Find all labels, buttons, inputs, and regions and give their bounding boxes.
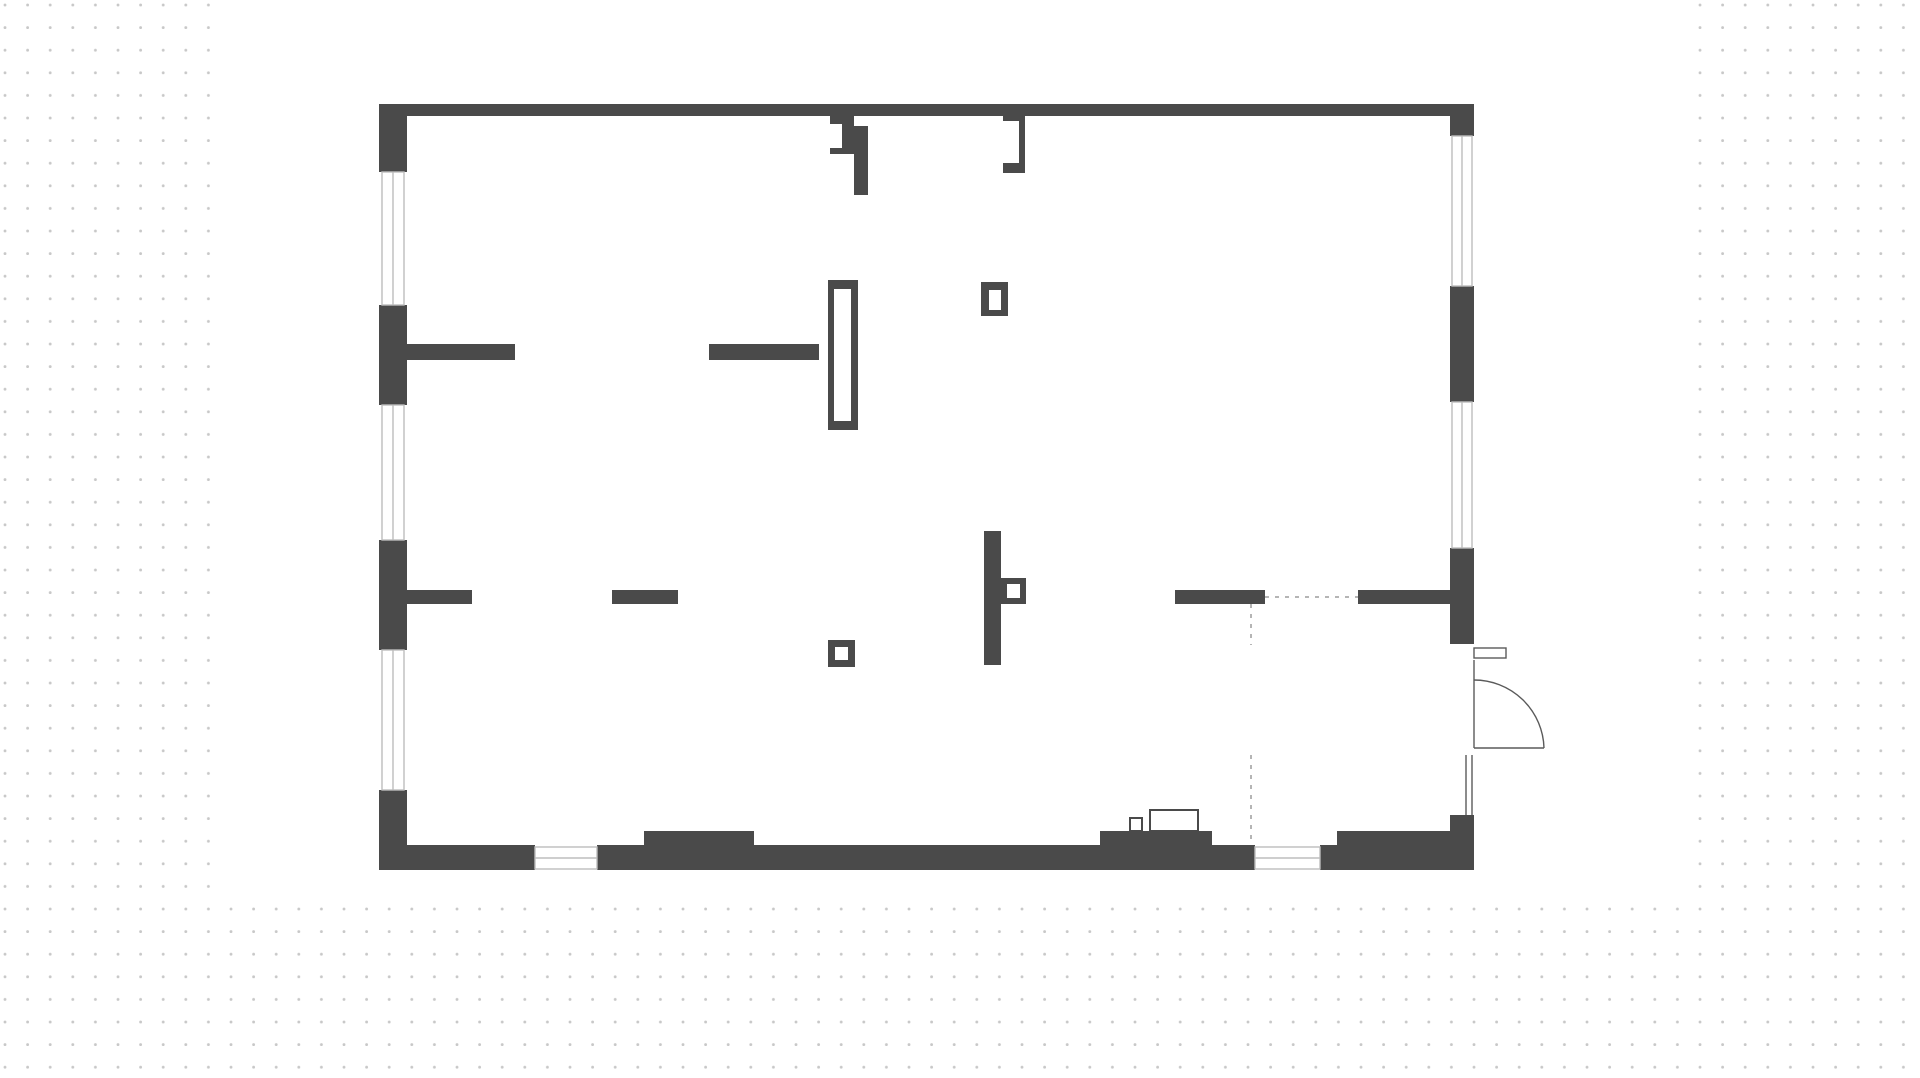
left-wall-segment [379, 305, 407, 405]
interior-partition [612, 590, 678, 604]
column [1003, 116, 1025, 173]
column-inner [1007, 584, 1020, 598]
plan-backdrop [228, 0, 1688, 900]
left-wall-segment [379, 540, 407, 650]
interior-partition [709, 344, 819, 360]
top-wall [379, 104, 1474, 116]
bottom-wall-segment [644, 831, 754, 847]
column-inner [989, 290, 1001, 310]
bottom-wall-segment [597, 845, 1255, 870]
door-swing-arc [1473, 679, 1545, 749]
interior-partition [854, 126, 868, 195]
interior-partition [1358, 590, 1452, 604]
windows [381, 135, 1473, 870]
radiator [1149, 809, 1199, 832]
interior-partition [984, 531, 1001, 665]
column [830, 116, 854, 154]
column-inner-shade [834, 289, 851, 421]
right-wall-segment [1450, 104, 1474, 136]
radiator-fixture [1129, 809, 1199, 832]
column-inner [835, 647, 848, 660]
right-wall-segment [1450, 286, 1474, 402]
right-wall-segment [1450, 548, 1474, 644]
radiator-valve [1129, 817, 1143, 832]
dashed-lines [1250, 596, 1358, 845]
walls [379, 104, 1474, 870]
bottom-wall-segment [1320, 845, 1474, 870]
entrance-door [1465, 647, 1545, 815]
interior-partition [405, 344, 515, 360]
bottom-wall-segment [379, 845, 535, 870]
bottom-wall-segment [1337, 831, 1451, 847]
interior-partition [405, 590, 472, 604]
columns [828, 116, 1026, 667]
interior-partition [1175, 590, 1265, 604]
left-wall-segment [379, 104, 407, 172]
bottom-wall-segment [1100, 831, 1212, 847]
door-frame-top [1473, 647, 1507, 659]
